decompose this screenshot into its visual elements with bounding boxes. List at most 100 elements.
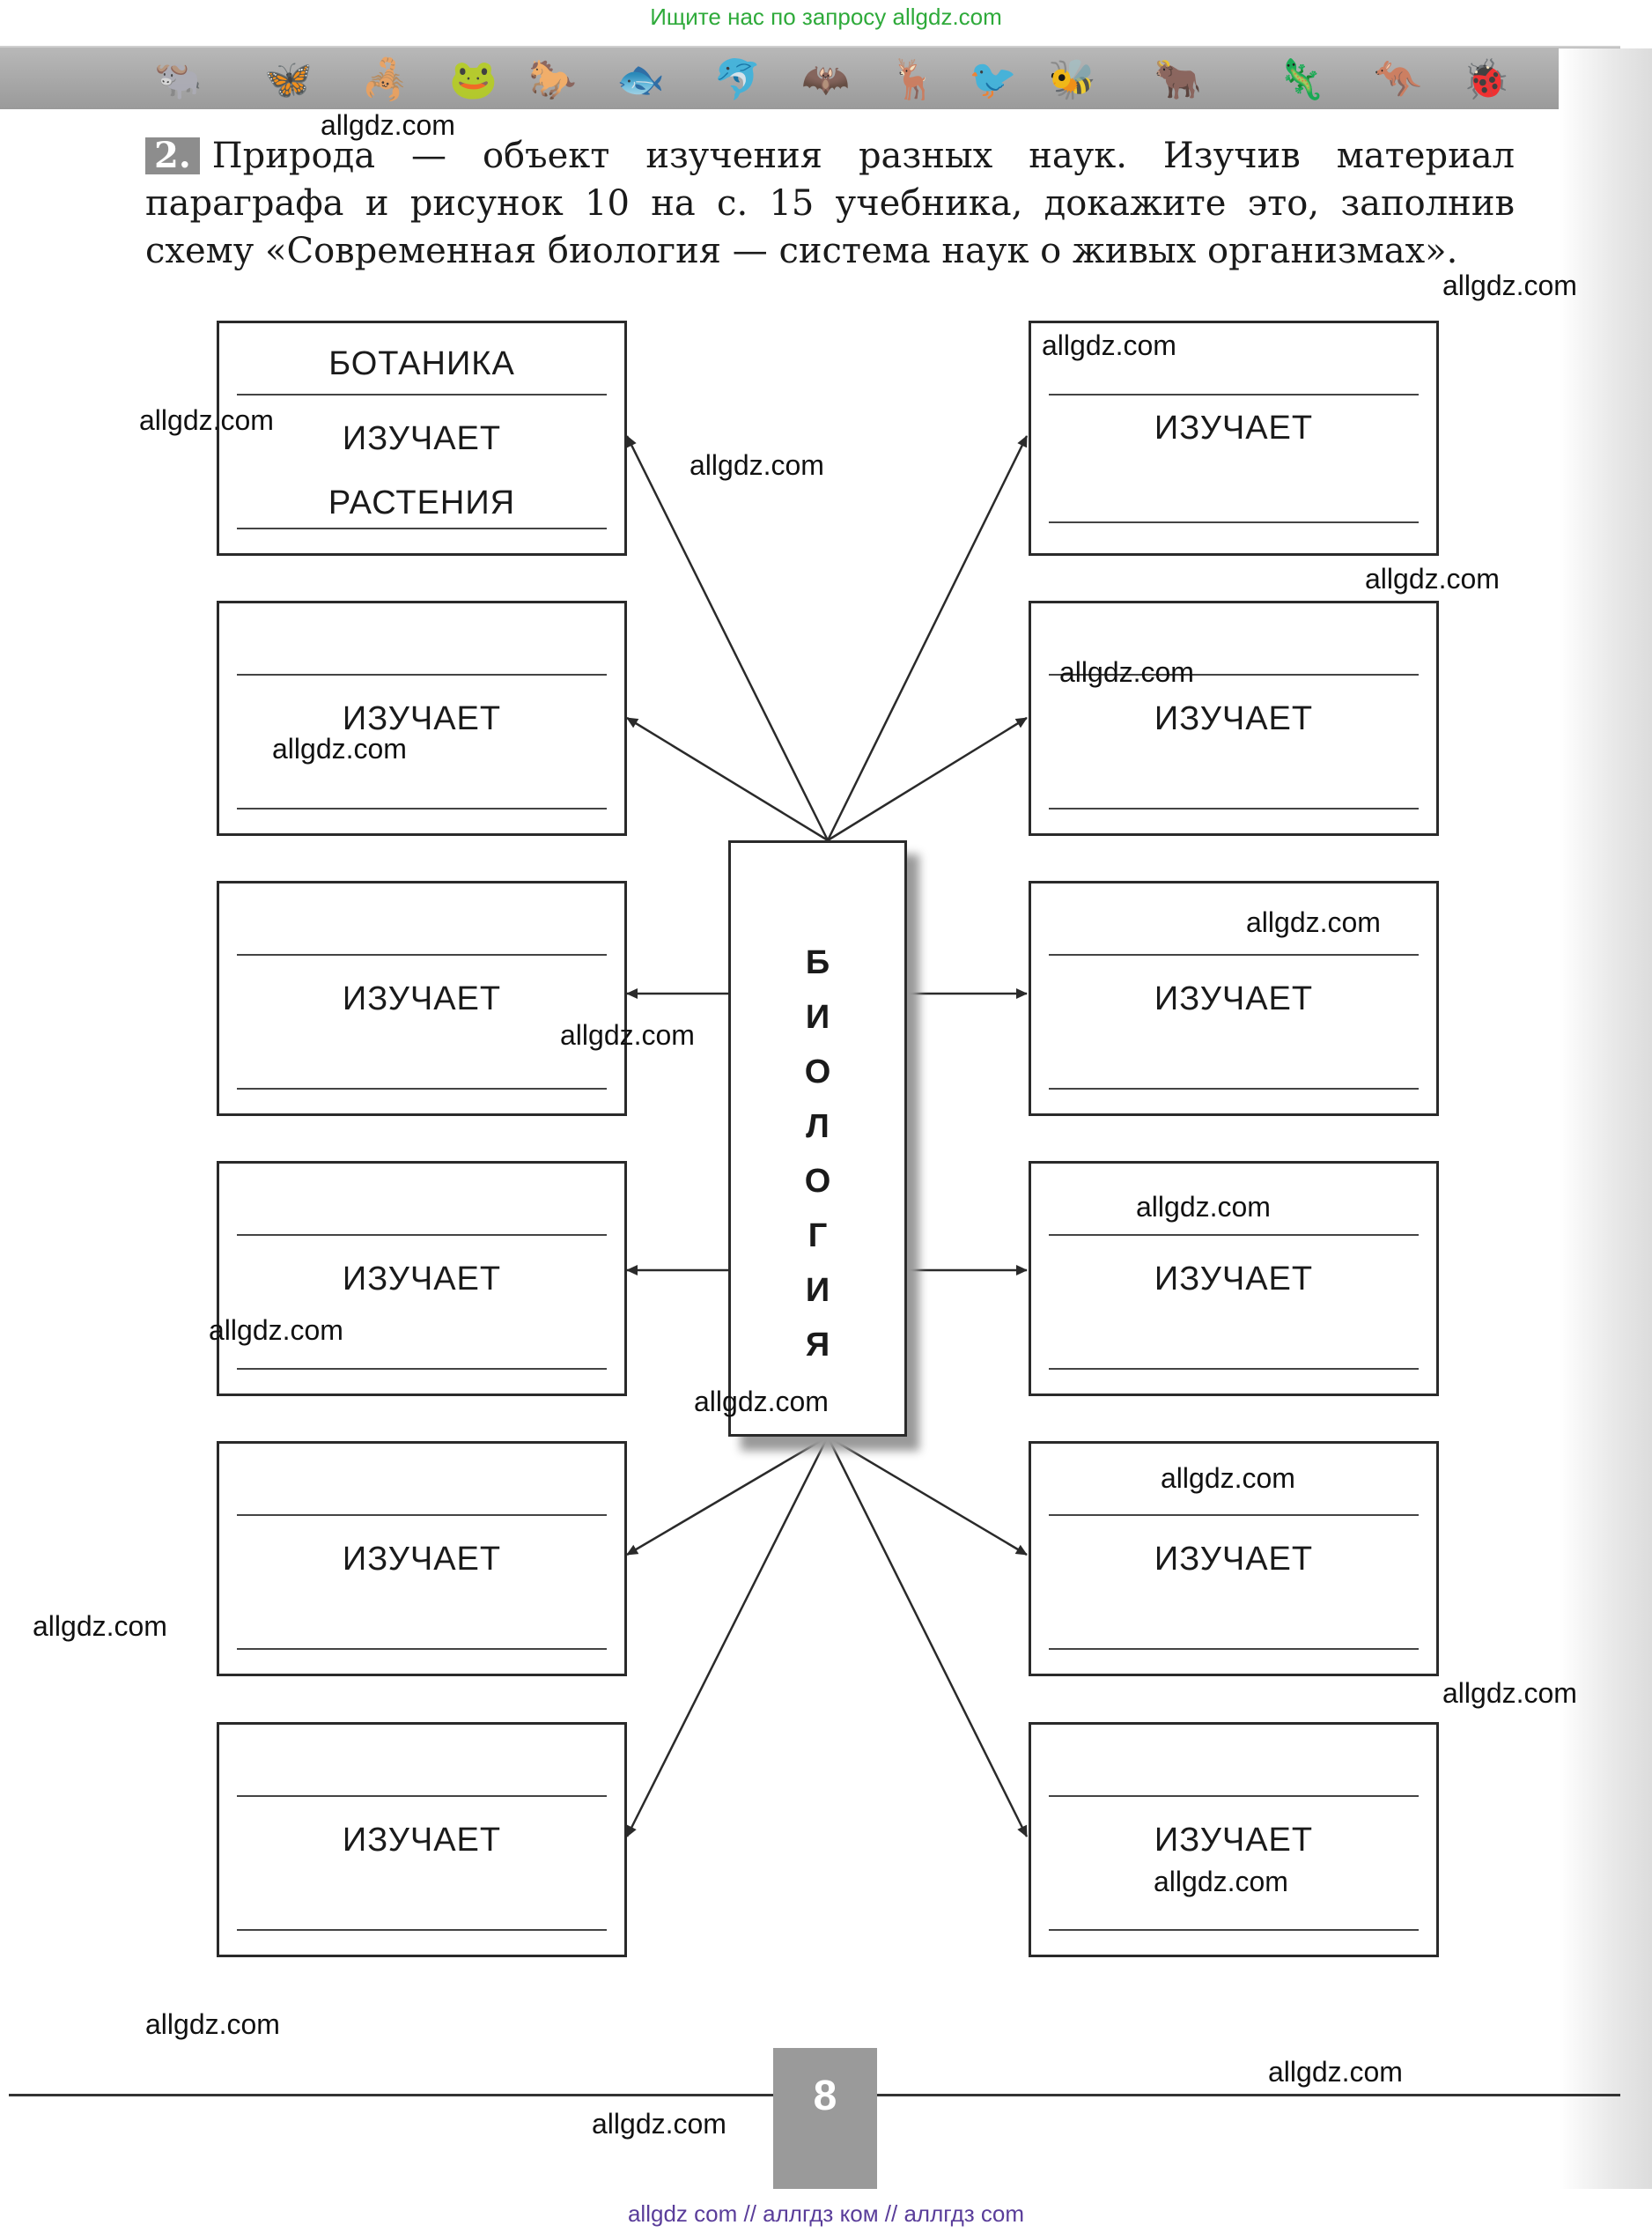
- answer-line: [1049, 521, 1419, 523]
- watermark: allgdz.com: [321, 109, 455, 141]
- studies-label: ИЗУЧАЕТ: [1154, 1541, 1314, 1578]
- biology-letter: Г: [808, 1217, 828, 1254]
- watermark: allgdz.com: [1161, 1462, 1295, 1494]
- science-box-right-5: ИЗУЧАЕТ: [1029, 1441, 1439, 1676]
- search-hint[interactable]: Ищите нас по запросу allgdz.com: [650, 4, 1002, 30]
- animal-banner: 🐃 🦋 🦂 🐸 🐎 🐟 🐬 🦇 🦌 🐦 🐝 🐂 🦎 🦘 🐞: [0, 46, 1620, 109]
- answer-line: [237, 1368, 607, 1370]
- studies-label: ИЗУЧАЕТ: [342, 1541, 502, 1578]
- answer-line: [237, 1514, 607, 1516]
- science-box-left-3: ИЗУЧАЕТ: [217, 881, 627, 1116]
- studies-label: ИЗУЧАЕТ: [342, 1822, 502, 1859]
- science-box-right-6: ИЗУЧАЕТ: [1029, 1722, 1439, 1957]
- biology-letter: Б: [805, 944, 830, 981]
- task-text: 2.Природа — объект изучения разных наук.…: [145, 132, 1515, 275]
- answer-line: [1049, 1929, 1419, 1931]
- answer-line: [1049, 1234, 1419, 1236]
- science-box-left-2: ИЗУЧАЕТ: [217, 601, 627, 836]
- bird-icon: 🐦: [969, 57, 1017, 102]
- answer-line: [237, 1929, 607, 1931]
- science-box-left-4: ИЗУЧАЕТ: [217, 1161, 627, 1396]
- arrow-line: [826, 1436, 1029, 1837]
- bull-icon: 🐂: [1154, 57, 1202, 102]
- beetle-icon: 🐞: [1462, 57, 1510, 102]
- study-object[interactable]: РАСТЕНИЯ: [328, 484, 516, 521]
- watermark: allgdz.com: [1042, 329, 1176, 361]
- answer-line: [237, 1234, 607, 1236]
- task-number: 2.: [145, 137, 200, 174]
- answer-line: [237, 808, 607, 810]
- page-number: 8: [773, 2048, 877, 2189]
- frog-icon: 🐸: [449, 57, 498, 102]
- science-name[interactable]: БОТАНИКА: [328, 345, 515, 382]
- science-box-right-3: ИЗУЧАЕТ: [1029, 881, 1439, 1116]
- studies-label: ИЗУЧАЕТ: [1154, 410, 1314, 447]
- horse-icon: 🐎: [528, 57, 577, 102]
- watermark: allgdz.com: [1246, 906, 1381, 938]
- deer-icon: 🦌: [889, 57, 938, 102]
- science-box-right-4: ИЗУЧАЕТ: [1029, 1161, 1439, 1396]
- science-box-right-2: ИЗУЧАЕТ: [1029, 601, 1439, 836]
- dolphin-icon: 🐬: [713, 57, 762, 102]
- bison-icon: 🐃: [154, 57, 203, 102]
- answer-line: [1049, 1795, 1419, 1797]
- bat-icon: 🦇: [801, 57, 850, 102]
- watermark: allgdz.com: [592, 2108, 726, 2140]
- science-box-left-1: БОТАНИКА ИЗУЧАЕТ РАСТЕНИЯ: [217, 321, 627, 556]
- arrow-line: [827, 1435, 1028, 1556]
- arrow-line: [626, 716, 829, 842]
- watermark: allgdz.com: [1154, 1866, 1288, 1897]
- answer-line: [1049, 1088, 1419, 1090]
- watermark: allgdz.com: [145, 2008, 280, 2040]
- answer-line: [1049, 954, 1419, 956]
- answer-line: [1049, 1514, 1419, 1516]
- biology-letter: Я: [805, 1327, 830, 1364]
- answer-line: [237, 954, 607, 956]
- studies-label: ИЗУЧАЕТ: [1154, 1822, 1314, 1859]
- answer-line: [237, 1795, 607, 1797]
- watermark: allgdz.com: [690, 449, 824, 481]
- answer-line: [237, 528, 607, 529]
- answer-line: [1049, 674, 1419, 676]
- arrow-line: [625, 1436, 830, 1837]
- arrow-line: [827, 716, 1028, 842]
- butterfly-icon: 🦋: [264, 57, 313, 102]
- lizard-icon: 🦎: [1277, 57, 1325, 102]
- watermark: allgdz.com: [1442, 270, 1577, 301]
- studies-label: ИЗУЧАЕТ: [1154, 1260, 1314, 1297]
- biology-letter: Л: [806, 1108, 830, 1145]
- answer-line: [1049, 1368, 1419, 1370]
- studies-label: ИЗУЧАЕТ: [342, 980, 502, 1017]
- studies-label: ИЗУЧАЕТ: [1154, 980, 1314, 1017]
- biology-center-box: Б И О Л О Г И Я: [728, 840, 907, 1437]
- watermark: allgdz.com: [1442, 1677, 1577, 1709]
- task-body: Природа — объект изучения разных наук. И…: [145, 136, 1515, 271]
- scorpion-icon: 🦂: [361, 57, 409, 102]
- studies-label: ИЗУЧАЕТ: [342, 420, 502, 457]
- answer-line: [237, 394, 607, 396]
- answer-line: [1049, 394, 1419, 396]
- arrow-line: [826, 435, 1029, 841]
- watermark: allgdz.com: [1136, 1191, 1271, 1223]
- science-box-right-1: ИЗУЧАЕТ: [1029, 321, 1439, 556]
- answer-line: [1049, 1648, 1419, 1650]
- watermark: allgdz.com: [209, 1314, 343, 1346]
- footer-links[interactable]: allgdz com // аллгдз ком // аллгдз com: [627, 2200, 1025, 2227]
- answer-line: [237, 1648, 607, 1650]
- insect-icon: 🐝: [1048, 57, 1096, 102]
- science-box-left-6: ИЗУЧАЕТ: [217, 1722, 627, 1957]
- watermark: allgdz.com: [694, 1386, 829, 1417]
- biology-letter: О: [804, 1053, 831, 1090]
- page-edge-shade: [1559, 48, 1652, 2189]
- watermark: allgdz.com: [1365, 563, 1500, 595]
- studies-label: ИЗУЧАЕТ: [342, 1260, 502, 1297]
- answer-line: [1049, 808, 1419, 810]
- watermark: allgdz.com: [1059, 656, 1194, 688]
- biology-letter: И: [805, 1272, 830, 1309]
- biology-letter: О: [804, 1163, 831, 1200]
- science-box-left-5: ИЗУЧАЕТ: [217, 1441, 627, 1676]
- biology-letter: И: [805, 999, 830, 1036]
- watermark: allgdz.com: [33, 1610, 167, 1642]
- studies-label: ИЗУЧАЕТ: [1154, 700, 1314, 737]
